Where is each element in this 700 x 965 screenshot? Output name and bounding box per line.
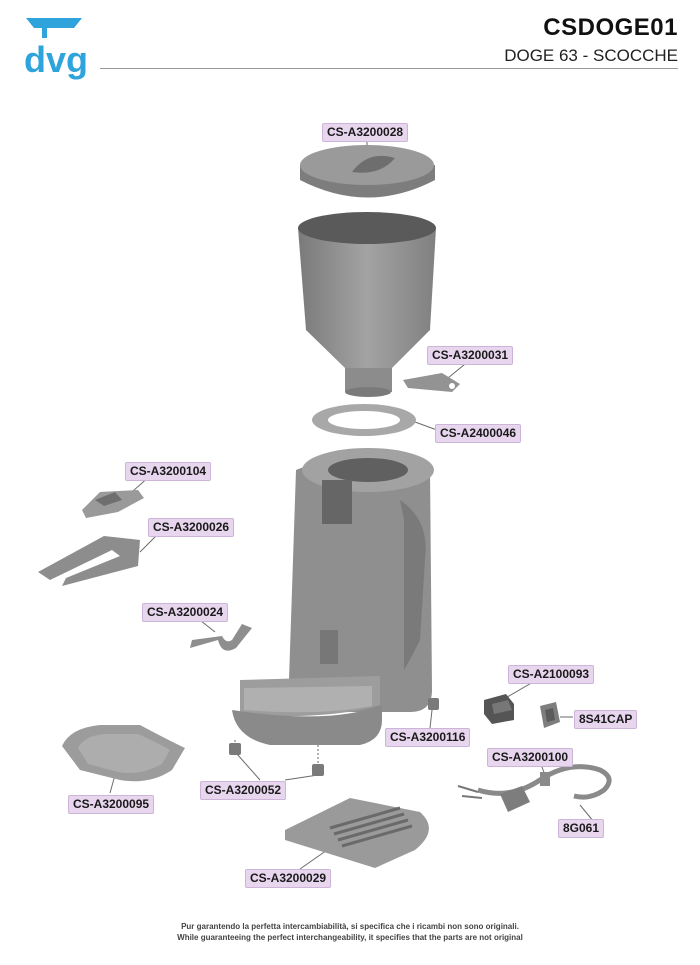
logo-wordmark: dvg [24,39,88,80]
lid-part [300,145,435,198]
part-label[interactable]: CS-A3200028 [322,123,409,142]
switch-cap-part [540,702,560,728]
hopper-part [298,212,436,397]
gasket-part [312,404,416,436]
switch-part [484,694,514,724]
part-label[interactable]: CS-A3200031 [427,346,514,365]
rear-foot-part [428,698,439,710]
document-subtitle: DOGE 63 - SCOCCHE [504,46,678,65]
part-label[interactable]: CS-A3200052 [200,781,287,800]
part-label[interactable]: CS-A3200029 [245,869,332,888]
fork-spacer-part [190,624,252,651]
part-label[interactable]: CS-A2400046 [435,424,522,443]
part-label[interactable]: CS-A3200026 [148,518,235,537]
document-code: CSDOGE01 [543,14,678,41]
part-label[interactable]: 8S41CAP [574,710,638,729]
header-divider [100,68,678,69]
grinder-body-part [232,448,434,745]
fork-part [38,536,140,586]
part-label[interactable]: CS-A3200095 [68,795,155,814]
drip-tray-part [62,725,185,782]
fork-clip-part [82,490,144,518]
power-cord-part [457,764,612,812]
bottom-cover-part [285,798,429,868]
part-label[interactable]: CS-A3200024 [142,603,229,622]
dvg-logo: dvg [22,14,94,84]
part-label[interactable]: CS-A3200100 [487,748,574,767]
feet-part [229,743,324,776]
part-label[interactable]: CS-A3200104 [125,462,212,481]
hopper-stop-part [403,373,460,392]
disclaimer-english: While guaranteeing the perfect interchan… [177,933,523,942]
part-label[interactable]: CS-A3200116 [385,728,471,747]
disclaimer-italian: Pur garantendo la perfetta intercambiabi… [181,922,519,931]
part-label[interactable]: CS-A2100093 [508,665,595,684]
part-label[interactable]: 8G061 [558,819,605,838]
